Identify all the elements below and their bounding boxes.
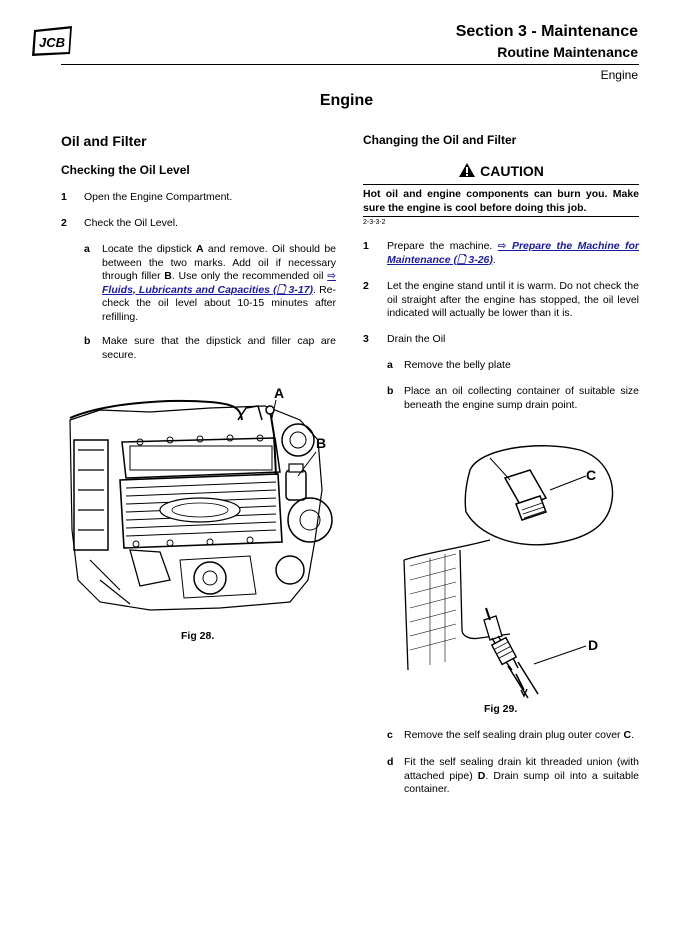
- substep-text: Remove the self sealing drain plug outer…: [404, 729, 634, 741]
- warning-icon: [459, 163, 476, 177]
- header-divider: [61, 64, 639, 65]
- substep-letter: b: [387, 385, 394, 397]
- substep-letter: a: [84, 243, 90, 255]
- substep-letter: a: [387, 359, 393, 371]
- step-text: Let the engine stand until it is warm. D…: [387, 280, 639, 319]
- step-text: Prepare the machine. ⇨ Prepare the Machi…: [387, 240, 639, 266]
- oil-filter-heading: Oil and Filter: [61, 133, 147, 149]
- substep-text: Make sure that the dipstick and filler c…: [102, 335, 336, 361]
- jcb-logo: JCB: [28, 24, 76, 58]
- section-title: Section 3 - Maintenance: [455, 23, 638, 40]
- engine-illustration: A B: [69, 385, 333, 611]
- prepare-machine-link[interactable]: ⇨ Prepare the Machine for Maintenance (🗋…: [387, 240, 639, 266]
- substep-text: Fit the self sealing drain kit threaded …: [404, 756, 640, 795]
- label-d: D: [588, 637, 598, 653]
- caution-divider: [363, 184, 639, 185]
- jcb-logo-icon: JCB: [32, 26, 72, 56]
- step-number: 3: [363, 333, 369, 345]
- substep-text: Locate the dipstick A and remove. Oil sh…: [102, 243, 336, 323]
- step-number: 1: [61, 191, 67, 203]
- substep-text: Remove the belly plate: [404, 359, 511, 371]
- fluids-capacities-link[interactable]: ⇨ Fluids, Lubricants and Capacities (🗋 3…: [102, 270, 336, 296]
- step-number: 2: [363, 280, 369, 292]
- label-c: C: [586, 467, 596, 483]
- caution-code: 2-3-3-2: [363, 219, 386, 226]
- step-text: Check the Oil Level.: [84, 217, 178, 229]
- substep-text: Place an oil collecting container of sui…: [404, 385, 639, 411]
- label-a: A: [274, 385, 284, 401]
- step-number: 1: [363, 240, 369, 252]
- figure-29-caption: Fig 29.: [484, 703, 518, 715]
- topic-label: Engine: [600, 68, 638, 82]
- checking-oil-heading: Checking the Oil Level: [61, 163, 190, 177]
- substep-letter: c: [387, 729, 393, 741]
- step-number: 2: [61, 217, 67, 229]
- step-text: Open the Engine Compartment.: [84, 191, 233, 203]
- page-title: Engine: [319, 92, 374, 109]
- svg-text:JCB: JCB: [39, 35, 65, 50]
- caution-text: Hot oil and engine components can burn y…: [363, 188, 639, 214]
- caution-divider: [363, 216, 639, 217]
- step-text: Drain the Oil: [387, 333, 446, 345]
- substep-letter: b: [84, 335, 91, 347]
- subsection-title: Routine Maintenance: [497, 44, 638, 60]
- sump-drain-illustration: C D: [403, 445, 614, 699]
- changing-oil-heading: Changing the Oil and Filter: [363, 133, 517, 147]
- substep-letter: d: [387, 756, 394, 768]
- figure-28-caption: Fig 28.: [181, 630, 215, 642]
- label-b: B: [316, 435, 326, 451]
- caution-title: CAUTION: [363, 162, 639, 179]
